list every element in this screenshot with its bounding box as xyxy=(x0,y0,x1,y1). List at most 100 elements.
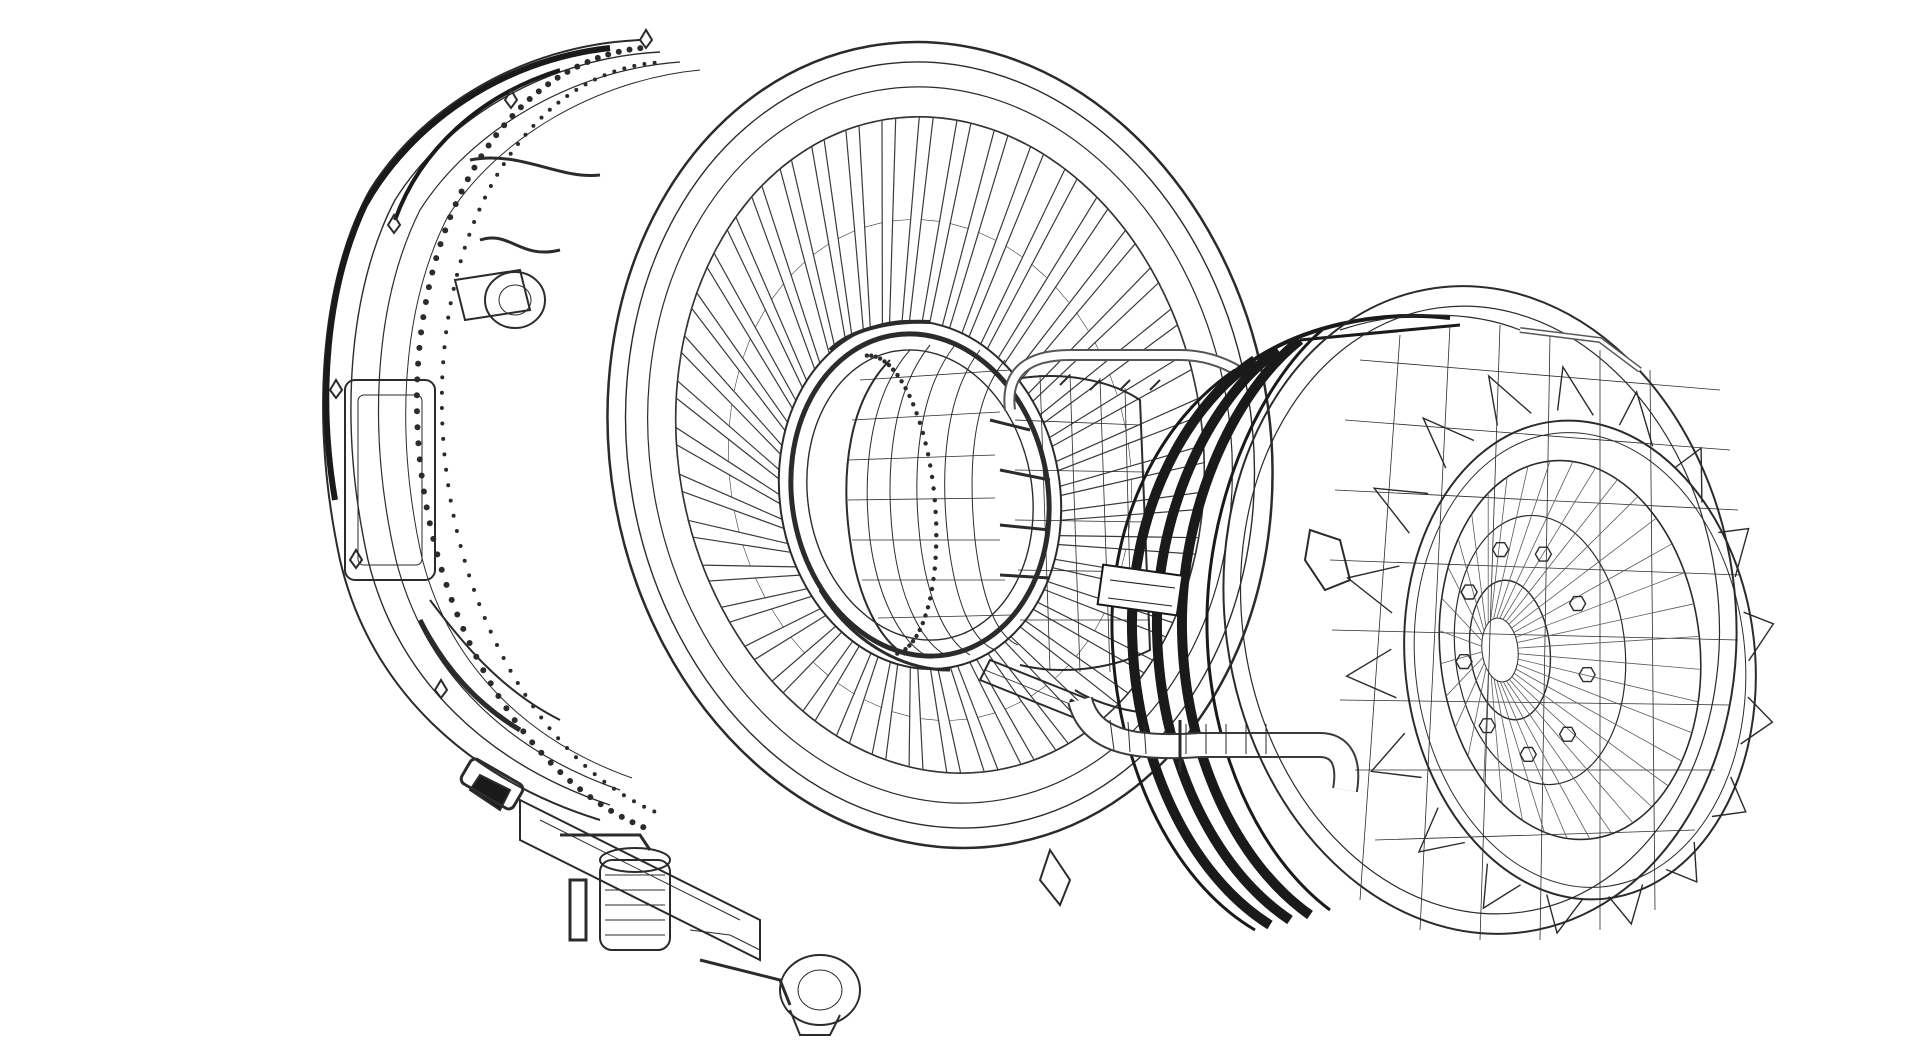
fan-blade-section-line xyxy=(755,309,766,328)
fan-blade xyxy=(761,167,830,364)
fan-blade-section-line xyxy=(1031,685,1047,697)
casing-rivet xyxy=(531,704,536,709)
fan-blade xyxy=(957,661,1022,771)
casing-rivet xyxy=(426,520,433,527)
casing-rivet xyxy=(501,162,506,167)
casing-rivet xyxy=(448,301,453,306)
casing-rivet xyxy=(642,804,647,809)
fan-blade-section-line xyxy=(813,243,829,255)
compressor-stage-dot xyxy=(928,463,933,468)
casing-rivet xyxy=(440,375,445,380)
casing-rivet xyxy=(415,440,422,447)
casing-rivet xyxy=(477,207,482,212)
compressor-stage-dot xyxy=(920,430,926,436)
casing-rivet xyxy=(451,286,456,291)
casing-rivet xyxy=(517,104,524,111)
fan-blade xyxy=(848,656,891,756)
compressor-stage-dot xyxy=(920,620,925,626)
casing-rivet xyxy=(485,142,492,149)
casing-rivet xyxy=(508,668,513,673)
exhaust-cone-mesh-line xyxy=(1502,681,1591,840)
casing-rivet xyxy=(594,54,601,61)
casing-rivet xyxy=(418,472,425,479)
casing-rivet xyxy=(523,132,528,137)
compressor-stage-dot xyxy=(910,639,916,644)
fan-blade xyxy=(753,614,837,682)
fan-blade xyxy=(676,350,782,471)
fan-blade xyxy=(976,653,1057,761)
compressor-stage-dot xyxy=(891,367,896,372)
casing-rivet xyxy=(523,692,528,697)
nozzle-chevron xyxy=(1482,863,1521,910)
casing-rivet xyxy=(501,122,508,129)
casing-rivet xyxy=(597,801,604,808)
fan-blade-section-line xyxy=(1120,407,1127,430)
fan-blade xyxy=(908,116,958,322)
casing-rivet xyxy=(446,483,451,488)
casing-rivet xyxy=(451,513,456,518)
casing-rivet xyxy=(529,739,536,746)
fan-blade-section-line xyxy=(742,545,751,567)
casing-rivet xyxy=(493,132,500,139)
casing-rivet xyxy=(454,529,459,533)
casing-rivet xyxy=(448,596,455,603)
exhaust-cone-mesh-line xyxy=(1496,460,1551,619)
fan-blade xyxy=(735,195,816,381)
casing-rivet xyxy=(545,81,552,88)
compressor-stage-dot xyxy=(923,441,928,446)
casing-rivet xyxy=(629,819,636,826)
casing-rivet xyxy=(452,201,459,208)
casing-rivet xyxy=(547,107,552,112)
casing-rivet xyxy=(414,376,421,383)
fan-blade-section-line xyxy=(728,403,733,427)
compressor-stage-dot xyxy=(934,521,939,526)
exhaust-nozzle-inner xyxy=(1403,419,1757,901)
nozzle-chevron xyxy=(1665,841,1698,883)
casing-rivet xyxy=(526,96,533,102)
casing-rivet xyxy=(632,799,636,804)
fan-blade xyxy=(993,641,1090,745)
casing-rivet xyxy=(547,726,552,731)
casing-rivet xyxy=(477,602,482,607)
exhaust-cone-mesh-line xyxy=(1517,663,1693,734)
fan-blade xyxy=(696,265,794,423)
fan-blade xyxy=(823,129,864,337)
fan-blade xyxy=(1032,281,1172,416)
exhaust-cone-mesh-line xyxy=(1517,658,1699,703)
exhaust-cone-mesh-line xyxy=(1515,572,1685,638)
exhaust-cone-mesh-line xyxy=(1515,668,1682,762)
fan-blade-section-line xyxy=(742,338,751,359)
nozzle-chevron xyxy=(1421,416,1475,469)
fan-blade xyxy=(728,595,821,648)
casing-rivet xyxy=(495,643,499,647)
casing-rivet xyxy=(458,188,465,195)
compressor-stage-dot xyxy=(928,596,933,601)
fan-blade xyxy=(681,490,789,545)
casing-rivet xyxy=(583,763,588,768)
fan-blade xyxy=(814,645,872,737)
casing-rivet xyxy=(472,220,477,224)
turbine-casing xyxy=(1096,314,1461,932)
exhaust-cone-mesh-line xyxy=(1516,603,1694,643)
exhaust-cone-mesh-line xyxy=(1499,461,1574,619)
compressor-stage-dot xyxy=(932,498,937,503)
fan-blade xyxy=(1003,207,1127,375)
core-compressor xyxy=(818,319,1019,672)
casing-rivet xyxy=(423,504,430,511)
casing-rivet xyxy=(442,345,447,350)
compressor-stage-dot xyxy=(899,379,904,384)
fan-blade xyxy=(707,574,808,608)
casing-rivet xyxy=(487,680,494,687)
casing-rivet xyxy=(535,88,542,95)
casing-rivet xyxy=(593,77,597,82)
compressor-stage-dot xyxy=(925,452,931,457)
fan-blade xyxy=(858,119,883,328)
casing-rivet xyxy=(448,498,453,503)
casing-rivet xyxy=(441,436,446,441)
casing-rivet xyxy=(574,755,578,760)
casing-rivet xyxy=(565,746,569,750)
casing-rivet xyxy=(503,705,510,712)
nozzle-chevron xyxy=(1740,696,1774,745)
fan-blade xyxy=(968,153,1066,345)
